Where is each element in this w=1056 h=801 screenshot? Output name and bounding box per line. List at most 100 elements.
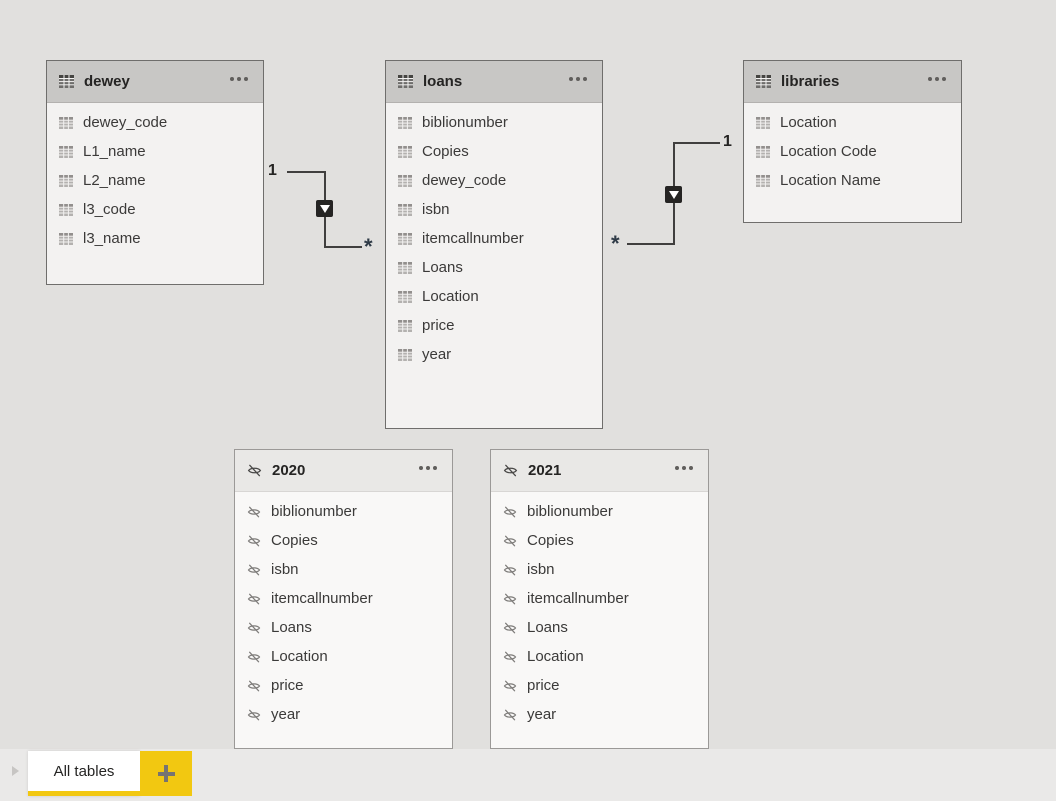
field-label: Location [527, 648, 584, 665]
table-field-row[interactable]: dewey_code [386, 166, 602, 195]
table-field-row[interactable]: Loans [491, 613, 708, 642]
table-field-row[interactable]: Location [744, 108, 961, 137]
table-field-row[interactable]: Copies [386, 137, 602, 166]
table-field-row[interactable]: isbn [235, 555, 452, 584]
table-field-row[interactable]: Location [386, 282, 602, 311]
table-field-row[interactable]: biblionumber [386, 108, 602, 137]
field-label: itemcallnumber [271, 590, 373, 607]
hidden-eye-icon [247, 592, 261, 606]
field-icon [756, 116, 770, 129]
table-header[interactable]: 2020 [235, 450, 452, 492]
table-title: loans [423, 73, 463, 90]
field-list: biblionumber Copies dewey_code [386, 103, 602, 369]
hidden-eye-icon [503, 708, 517, 722]
table-icon [756, 75, 771, 88]
table-field-row[interactable]: l3_name [47, 224, 263, 253]
table-field-row[interactable]: Location Code [744, 137, 961, 166]
relationship-line[interactable] [287, 171, 325, 173]
field-label: dewey_code [422, 172, 507, 189]
field-icon [756, 174, 770, 187]
field-label: Loans [422, 259, 463, 276]
hidden-eye-icon [503, 679, 517, 693]
cardinality-one-label: 1 [723, 133, 732, 150]
plus-icon [157, 765, 175, 782]
table-field-row[interactable]: itemcallnumber [235, 584, 452, 613]
field-label: year [422, 346, 452, 363]
field-label: itemcallnumber [422, 230, 524, 247]
field-label: Location [422, 288, 479, 305]
field-icon [59, 116, 73, 129]
field-label: itemcallnumber [527, 590, 629, 607]
table-field-row[interactable]: year [235, 700, 452, 729]
table-header[interactable]: dewey [47, 61, 263, 103]
table-header[interactable]: loans [386, 61, 602, 103]
table-field-row[interactable]: price [386, 311, 602, 340]
table-field-row[interactable]: year [386, 340, 602, 369]
relationship-arrow[interactable] [316, 200, 333, 217]
hidden-eye-icon [503, 534, 517, 548]
table-field-row[interactable]: Location Name [744, 166, 961, 195]
field-label: Copies [527, 532, 574, 549]
hidden-eye-icon [247, 679, 261, 693]
table-field-row[interactable]: Loans [386, 253, 602, 282]
table-field-row[interactable]: itemcallnumber [491, 584, 708, 613]
table-field-row[interactable]: isbn [491, 555, 708, 584]
table-dewey[interactable]: dewey dewey_code L1_name [46, 60, 264, 285]
table-field-row[interactable]: dewey_code [47, 108, 263, 137]
hidden-eye-icon [503, 463, 518, 478]
table-loans[interactable]: loans biblionumber Copies [385, 60, 603, 429]
hidden-eye-icon [503, 563, 517, 577]
field-label: l3_code [83, 201, 136, 218]
table-field-row[interactable]: L1_name [47, 137, 263, 166]
hidden-eye-icon [247, 463, 262, 478]
table-field-row[interactable]: l3_code [47, 195, 263, 224]
hidden-eye-icon [503, 592, 517, 606]
table-field-row[interactable]: L2_name [47, 166, 263, 195]
table-field-row[interactable]: price [235, 671, 452, 700]
field-icon [398, 174, 412, 187]
hidden-eye-icon [503, 505, 517, 519]
more-options-icon[interactable] [426, 466, 430, 470]
table-field-row[interactable]: Location [491, 642, 708, 671]
table-title: dewey [84, 73, 130, 90]
relationship-line[interactable] [324, 246, 362, 248]
hidden-eye-icon [247, 621, 261, 635]
table-field-row[interactable]: itemcallnumber [386, 224, 602, 253]
table-field-row[interactable]: biblionumber [491, 497, 708, 526]
table-field-row[interactable]: Loans [235, 613, 452, 642]
relationship-arrow[interactable] [665, 186, 682, 203]
table-field-row[interactable]: biblionumber [235, 497, 452, 526]
table-field-row[interactable]: Location [235, 642, 452, 671]
scroll-tabs-chevron-icon[interactable] [12, 766, 19, 776]
table-field-row[interactable]: isbn [386, 195, 602, 224]
tab-all-tables[interactable]: All tables [28, 751, 140, 796]
hidden-eye-icon [247, 650, 261, 664]
hidden-eye-icon [503, 621, 517, 635]
hidden-eye-icon [247, 534, 261, 548]
table-2021[interactable]: 2021 biblionumber Copies [490, 449, 709, 749]
table-icon [59, 75, 74, 88]
field-label: price [527, 677, 560, 694]
more-options-icon[interactable] [935, 77, 939, 81]
relationship-line[interactable] [627, 243, 673, 245]
field-label: Location Name [780, 172, 881, 189]
add-table-button[interactable] [140, 751, 192, 796]
table-field-row[interactable]: year [491, 700, 708, 729]
more-options-icon[interactable] [682, 466, 686, 470]
field-label: Copies [271, 532, 318, 549]
field-icon [398, 319, 412, 332]
more-options-icon[interactable] [576, 77, 580, 81]
table-field-row[interactable]: Copies [235, 526, 452, 555]
table-header[interactable]: libraries [744, 61, 961, 103]
hidden-eye-icon [247, 505, 261, 519]
relationship-line[interactable] [674, 142, 720, 144]
table-header[interactable]: 2021 [491, 450, 708, 492]
field-icon [59, 174, 73, 187]
table-libraries[interactable]: libraries Location Location Code [743, 60, 962, 223]
field-list: biblionumber Copies isbn [491, 492, 708, 729]
table-2020[interactable]: 2020 biblionumber Copies [234, 449, 453, 749]
more-options-icon[interactable] [237, 77, 241, 81]
table-field-row[interactable]: Copies [491, 526, 708, 555]
table-field-row[interactable]: price [491, 671, 708, 700]
